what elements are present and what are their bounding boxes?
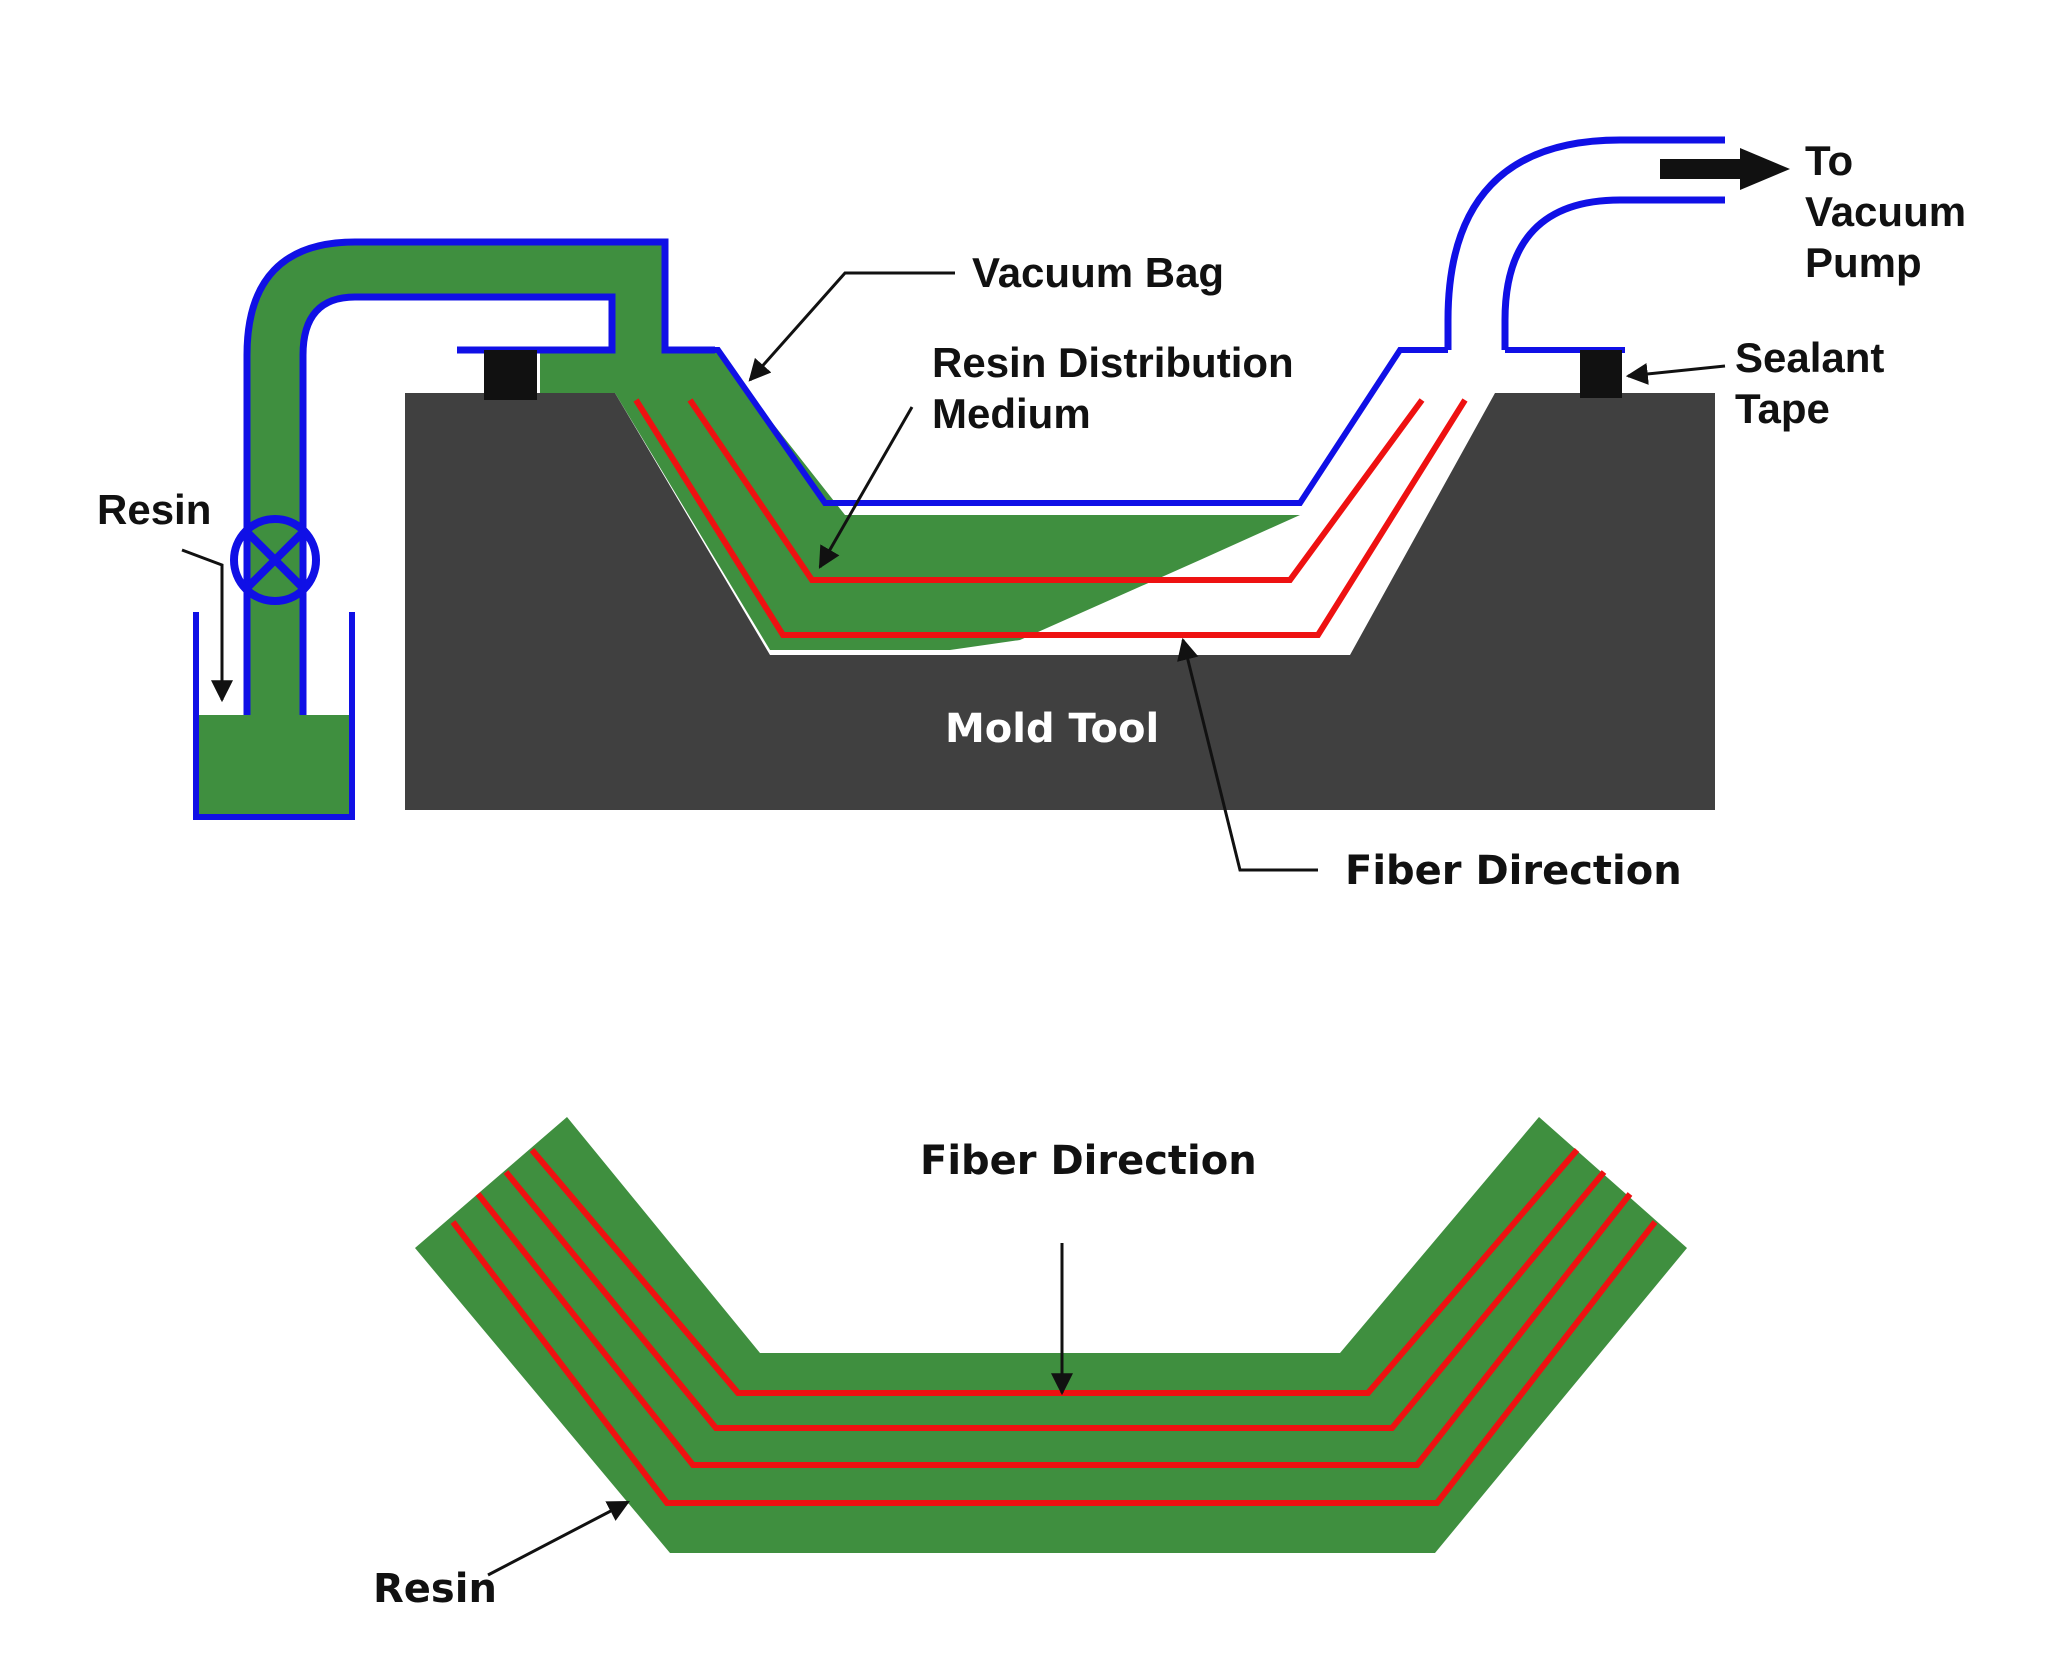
top-diagram: Vacuum Bag Resin Distribution Medium To … (97, 136, 1966, 894)
sealant-tape-label-line2: Tape (1735, 385, 1830, 432)
resin-distribution-label-line2: Medium (932, 390, 1091, 437)
resin-label-bottom: Resin (373, 1566, 497, 1612)
to-vacuum-label-line1: To (1805, 137, 1853, 184)
resin-label-top: Resin (97, 486, 211, 533)
fiber-direction-label-top: Fiber Direction (1345, 848, 1682, 894)
to-vacuum-label-line2: Vacuum (1805, 188, 1966, 235)
vacuum-pipe-outer-wall (1444, 136, 1725, 350)
fiber-layer-lower (633, 398, 1468, 638)
sealant-tape-label-line1: Sealant (1735, 334, 1884, 381)
resin-inlet-pipe (247, 242, 1300, 715)
resin-distribution-leader (818, 406, 914, 569)
inlet-pipe-inner-wall (299, 293, 616, 715)
arrow-right-icon (1660, 148, 1790, 190)
resin-distribution-label-line1: Resin Distribution (932, 339, 1294, 386)
fiber-direction-label-bottom: Fiber Direction (920, 1138, 1257, 1184)
mold-tool-label: Mold Tool (945, 706, 1159, 752)
mold-tool (405, 393, 1715, 810)
valve-icon (230, 515, 320, 605)
vacuum-bag-leader (748, 271, 955, 382)
resin-reservoir-fill (196, 715, 352, 817)
resin-leader (181, 548, 233, 703)
vacuum-bag-label: Vacuum Bag (972, 249, 1224, 296)
to-vacuum-label-line3: Pump (1805, 239, 1922, 286)
resin-reservoir-container (193, 612, 355, 820)
sealant-tape-left (484, 350, 537, 400)
bottom-diagram: Fiber Direction Resin (373, 1117, 1687, 1612)
fiber-layer-4 (450, 1220, 1658, 1506)
vacuum-bag (665, 347, 1448, 506)
fiber-direction-leader (1177, 637, 1318, 872)
inlet-pipe-outer-wall (243, 238, 715, 715)
laminate-cross-section (415, 1117, 1687, 1553)
vacuum-pipe-inner-wall (1501, 196, 1725, 350)
fiber-layer-2 (503, 1170, 1607, 1431)
sealant-leader (1625, 363, 1726, 385)
fiber-layer-upper (687, 398, 1425, 583)
resin-leader-bottom (487, 1500, 630, 1577)
fiber-layer-3 (475, 1192, 1633, 1468)
sealant-tape-right (1580, 350, 1622, 398)
